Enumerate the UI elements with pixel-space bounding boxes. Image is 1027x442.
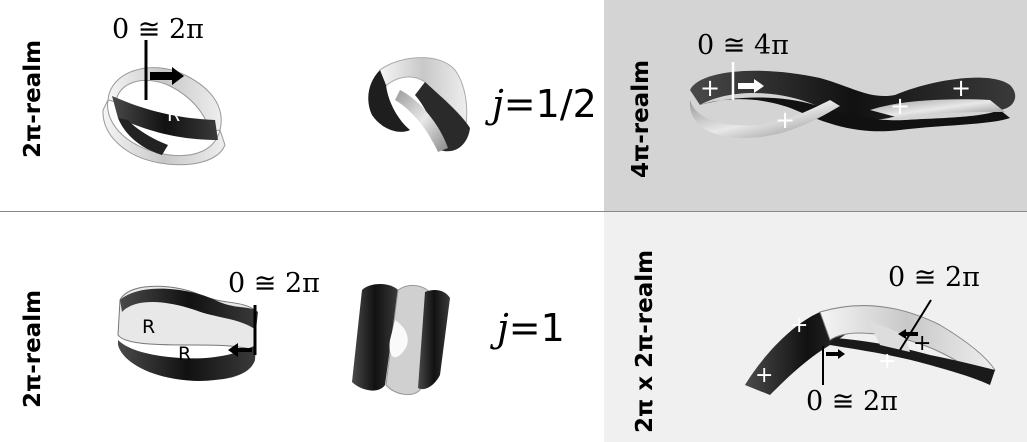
cylinder-strip-bottom-left: R R	[117, 285, 258, 381]
plus-mark: +	[951, 74, 971, 102]
plus-mark: +	[890, 92, 910, 120]
j-label-one: j=1	[497, 306, 565, 350]
realm-label-top-left: 2π-realm	[20, 39, 46, 158]
plus-mark: +	[755, 363, 773, 388]
mobius-strip-top-left: R	[102, 40, 226, 166]
twisted-band-bottom-middle	[352, 284, 450, 396]
identification-label: 0 ≅ 2π	[112, 14, 204, 45]
realm-label-bottom-left: 2π-realm	[20, 289, 46, 408]
realm-label-top-right: 4π-realm	[628, 59, 654, 178]
panel-divider	[0, 211, 1027, 212]
panel-2pi-realm-half	[0, 0, 604, 212]
bent-strip-bottom-right: + + + +	[745, 299, 996, 395]
j-label-half: j=1/2	[492, 82, 597, 126]
ribbon-mark-r: R	[167, 104, 180, 126]
plus-mark: +	[913, 331, 931, 356]
identification-label-top: 0 ≅ 2π	[888, 262, 980, 293]
identification-label: 0 ≅ 4π	[697, 30, 789, 61]
realm-label-bottom-right: 2π x 2π-realm	[632, 249, 658, 433]
ribbon-mark-r: R	[142, 316, 155, 338]
plus-mark: +	[775, 106, 795, 134]
identification-label-bottom: 0 ≅ 2π	[806, 386, 898, 417]
plus-mark: +	[700, 74, 720, 102]
j-value: =1/2	[503, 82, 597, 126]
mobius-strip-top-middle	[368, 57, 470, 152]
j-value: =1	[508, 306, 565, 350]
panel-2pi-realm-one	[0, 212, 604, 442]
plus-mark: +	[878, 349, 896, 374]
j-symbol: j	[492, 82, 504, 126]
j-symbol: j	[497, 306, 509, 350]
identification-label: 0 ≅ 2π	[228, 268, 320, 299]
plus-mark: +	[790, 313, 808, 338]
ribbon-mark-r: R	[178, 343, 191, 365]
lemniscate-ribbon-top-right: + + + +	[689, 62, 1016, 138]
